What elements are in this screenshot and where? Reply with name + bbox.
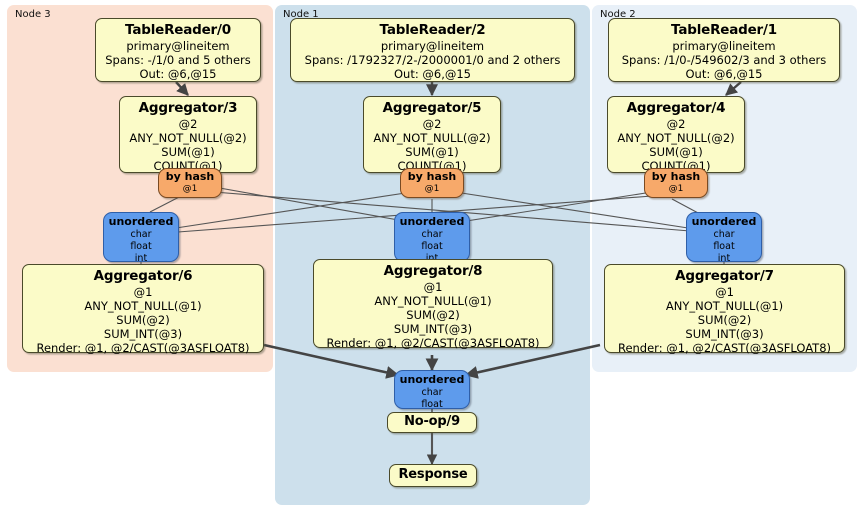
processor-detail-line: ANY_NOT_NULL(@2) [373,131,491,145]
processor-detail-line: SUM(@2) [116,313,170,327]
processor-detail-line: @1 [423,280,443,294]
synchronizer-type: int [134,253,148,264]
processor-box-aggregator-4[interactable]: Aggregator/4 @2 ANY_NOT_NULL(@2) SUM(@1)… [607,96,745,173]
processor-detail-line: primary@lineitem [672,39,776,53]
processor-render-line: Render: @1, @2/CAST(@3ASFLOAT8) [36,341,250,355]
synchronizer-title: unordered [108,215,174,228]
processor-detail-line: ANY_NOT_NULL(@1) [84,299,202,313]
processor-box-tablereader-2[interactable]: TableReader/2 primary@lineitem Spans: /1… [290,18,575,82]
synchronizer-type: char [421,387,443,398]
processor-detail-line: Spans: -/1/0 and 5 others [105,53,251,67]
processor-box-aggregator-8[interactable]: Aggregator/8 @1 ANY_NOT_NULL(@1) SUM(@2)… [313,259,553,350]
synchronizer-title: unordered [691,215,757,228]
processor-title: TableReader/0 [125,22,231,38]
processor-box-aggregator-5[interactable]: Aggregator/5 @2 ANY_NOT_NULL(@2) SUM(@1)… [363,96,501,173]
synchronizer-unordered-right[interactable]: unordered char float int [686,212,762,264]
processor-title: TableReader/1 [671,22,777,38]
processor-title: Aggregator/8 [383,263,483,279]
synchronizer-type: char [130,229,152,240]
synchronizer-type: float [421,241,443,252]
processor-title: Aggregator/6 [93,268,193,284]
processor-detail-line: SUM(@2) [406,308,460,322]
synchronizer-type: int [395,253,469,265]
processor-detail-line: SUM(@1) [161,145,215,159]
router-by-hash-left[interactable]: by hash @1 [158,168,222,198]
processor-title: Aggregator/5 [382,100,482,116]
processor-title: Aggregator/4 [626,100,726,116]
processor-box-aggregator-3[interactable]: Aggregator/3 @2 ANY_NOT_NULL(@2) SUM(@1)… [119,96,257,173]
processor-detail-line: ANY_NOT_NULL(@1) [665,299,784,313]
node-panel-label-node2: Node 2 [600,9,636,20]
synchronizer-unordered-left[interactable]: unordered char float int [103,212,179,264]
processor-detail-line: Out: @6,@15 [394,67,471,81]
processor-title: TableReader/2 [379,22,486,38]
router-by-hash-right[interactable]: by hash @1 [644,168,708,198]
processor-box-no-op-9[interactable]: No-op/9 [387,412,477,433]
synchronizer-type: float [713,241,735,252]
synchronizer-type: int [717,253,731,264]
node-panel-label-node3: Node 3 [15,9,51,20]
processor-detail-line: primary@lineitem [380,39,485,53]
processor-box-response[interactable]: Response [389,464,477,487]
router-by-hash-center[interactable]: by hash @1 [400,168,464,198]
processor-detail-line: SUM(@1) [649,145,703,159]
router-title: by hash [651,170,701,183]
synchronizer-type: char [421,229,443,240]
processor-detail-line: Out: @6,@15 [685,67,763,81]
processor-box-tablereader-0[interactable]: TableReader/0 primary@lineitem Spans: -/… [95,18,261,82]
synchronizer-type: float [421,399,443,410]
processor-detail-line: @1 [133,285,153,299]
processor-detail-line: SUM_INT(@3) [685,327,764,341]
processor-detail-line: SUM_INT(@3) [103,327,183,341]
router-title: by hash [407,170,457,183]
synchronizer-unordered-center[interactable]: unordered char float int [394,212,470,265]
processor-detail-line: SUM_INT(@3) [393,322,473,336]
processor-detail-line: Spans: /1/0-/549602/3 and 3 others [621,53,827,67]
processor-detail-line: primary@lineitem [126,39,230,53]
processor-detail-line: @2 [422,117,442,131]
node-panel-label-node1: Node 1 [283,9,319,20]
processor-title: Aggregator/3 [138,100,238,116]
processor-detail-line: ANY_NOT_NULL(@1) [374,294,492,308]
processor-box-tablereader-1[interactable]: TableReader/1 primary@lineitem Spans: /1… [608,18,840,82]
processor-detail-line: @1 [715,285,734,299]
processor-detail-line: ANY_NOT_NULL(@2) [617,131,735,145]
processor-title: Aggregator/7 [675,268,774,284]
synchronizer-title: unordered [399,215,465,228]
router-column: @1 [668,184,684,194]
synchronizer-type: char [713,229,735,240]
processor-render-line: Render: @1, @2/CAST(@3ASFLOAT8) [617,341,832,355]
processor-detail-line: @2 [666,117,686,131]
processor-render-line: Render: @1, @2/CAST(@3ASFLOAT8) [326,336,540,350]
router-column: @1 [424,184,440,194]
processor-title: No-op/9 [404,414,460,429]
processor-title: Response [398,467,468,482]
processor-detail-line: @2 [178,117,198,131]
processor-detail-line: Spans: /1792327/2-/2000001/0 and 2 other… [304,53,561,67]
router-title: by hash [165,170,215,183]
processor-detail-line: SUM(@2) [697,313,752,327]
processor-detail-line: Out: @6,@15 [139,67,217,81]
synchronizer-type: float [130,241,152,252]
processor-box-aggregator-7[interactable]: Aggregator/7 @1 ANY_NOT_NULL(@1) SUM(@2)… [604,264,845,355]
processor-detail-line: ANY_NOT_NULL(@2) [129,131,247,145]
processor-box-aggregator-6[interactable]: Aggregator/6 @1 ANY_NOT_NULL(@1) SUM(@2)… [22,264,264,355]
processor-detail-line: SUM(@1) [405,145,459,159]
synchronizer-title: unordered [399,373,465,386]
router-column: @1 [182,184,198,194]
synchronizer-unordered-final[interactable]: unordered char float [394,370,470,410]
